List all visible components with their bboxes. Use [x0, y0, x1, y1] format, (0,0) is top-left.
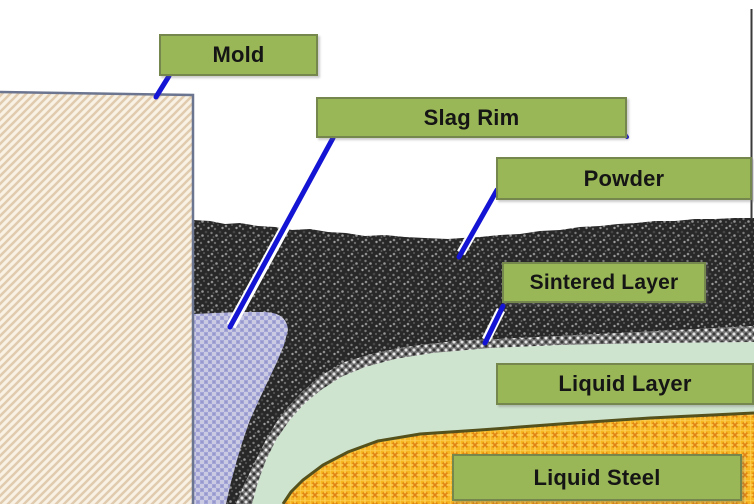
mold-region — [0, 92, 193, 504]
powder-leader-line — [456, 187, 500, 260]
slag-rim-leader-line — [227, 135, 336, 330]
slag-rim-region — [193, 312, 288, 504]
label-mold: Mold — [159, 34, 318, 76]
label-liquid-layer: Liquid Layer — [496, 363, 754, 405]
mold-leader-line — [153, 73, 172, 100]
label-powder: Powder — [496, 157, 752, 200]
label-sintered-layer: Sintered Layer — [502, 262, 706, 303]
mold-border — [0, 90, 195, 504]
label-slag-rim: Slag Rim — [316, 97, 627, 138]
label-liquid-steel: Liquid Steel — [452, 454, 742, 501]
liquid-steel-border — [281, 411, 754, 504]
sintered-leader-line — [482, 303, 506, 346]
